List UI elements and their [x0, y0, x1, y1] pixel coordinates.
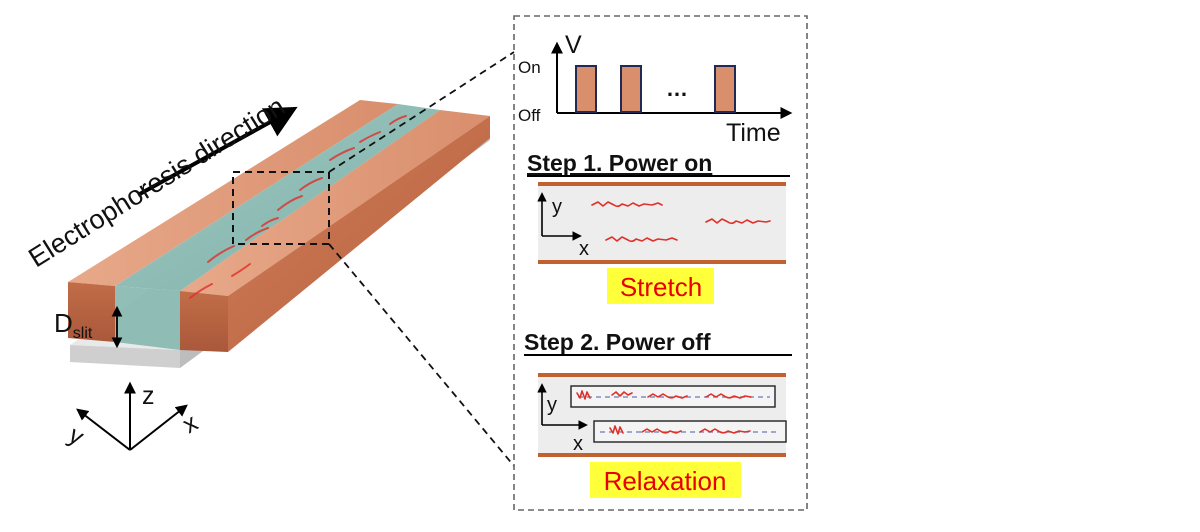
- slit-channel-top: [115, 104, 440, 291]
- dna-strand: [231, 263, 251, 277]
- axis-z-label: z: [142, 382, 155, 410]
- slit-label-main: D: [54, 308, 73, 338]
- zoom-line-bottom: [328, 243, 515, 467]
- dna-strand: [389, 115, 407, 125]
- step1-dna-chains: [591, 201, 771, 243]
- slit-label: Dslit: [54, 308, 93, 342]
- step2-result-highlight: [590, 462, 741, 498]
- right-electrode-top: [180, 110, 490, 296]
- y-axis: [76, 408, 131, 451]
- axis-y-label: y: [64, 421, 89, 452]
- relaxing-dna: [699, 428, 751, 434]
- step1-title: Step 1. Power on: [527, 150, 712, 176]
- device-illustration: Electrophoresis direction Dslit z x y: [23, 91, 490, 452]
- step1-section: Step 1. Power on y x Stretch: [527, 150, 790, 304]
- dna-strand: [299, 177, 323, 191]
- dna-strand: [329, 147, 355, 161]
- step1-result-highlight: [607, 268, 714, 304]
- relaxing-dna: [611, 391, 633, 397]
- step2-dna-chains: [576, 390, 752, 435]
- pulse-bar: [714, 65, 736, 113]
- dna-strand: [189, 283, 213, 299]
- step1-axis-x-label: x: [579, 238, 589, 260]
- x-axis: [129, 404, 188, 451]
- relaxing-dna: [609, 425, 624, 435]
- relaxing-dna: [641, 428, 682, 434]
- left-electrode-front: [68, 282, 115, 342]
- zoom-panel-frame: [513, 15, 808, 511]
- pulse-on-label: On: [518, 58, 541, 77]
- step2-result-label: Relaxation: [604, 466, 727, 496]
- step1-channel: [538, 184, 786, 262]
- stretched-dna: [705, 218, 771, 225]
- step2-axis-x-label: x: [573, 433, 583, 455]
- step2-title: Step 2. Power off: [524, 329, 711, 355]
- dna-strand: [261, 217, 279, 227]
- pulse-x-label: Time: [726, 119, 781, 147]
- stretched-dna: [605, 236, 678, 243]
- pulse-bar: [575, 65, 597, 113]
- right-electrode-side: [228, 116, 490, 352]
- dna-strand: [359, 131, 381, 143]
- dna-strand: [277, 195, 303, 211]
- pulse-y-label: V: [565, 31, 582, 59]
- step2-section: Step 2. Power off y x Relaxation: [524, 329, 792, 498]
- direction-arrow: [137, 106, 298, 197]
- device-axes: [76, 381, 188, 451]
- relaxing-dna: [576, 390, 591, 400]
- dna-strand: [207, 245, 235, 263]
- relaxing-dna: [647, 393, 688, 399]
- slit-label-sub: slit: [73, 325, 93, 342]
- step1-result-label: Stretch: [620, 272, 702, 302]
- dna-strand: [245, 227, 269, 241]
- pulse-bar: [620, 65, 642, 113]
- pulse-ellipsis: …: [666, 76, 688, 101]
- relaxing-dna: [705, 393, 752, 399]
- step1-axis-y-label: y: [552, 196, 562, 218]
- dna-in-channel: [189, 115, 407, 299]
- axis-x-label: x: [178, 408, 203, 439]
- zoom-region-box: [232, 171, 330, 245]
- stretched-dna: [591, 201, 663, 208]
- step2-axis-y-label: y: [547, 394, 557, 416]
- substrate-front: [70, 345, 180, 368]
- right-electrode-front: [180, 291, 228, 352]
- pulse-diagram: V Time On Off …: [518, 31, 793, 147]
- zoom-line-top: [328, 51, 515, 173]
- slit-channel-front: [115, 286, 180, 350]
- pulse-off-label: Off: [518, 106, 541, 125]
